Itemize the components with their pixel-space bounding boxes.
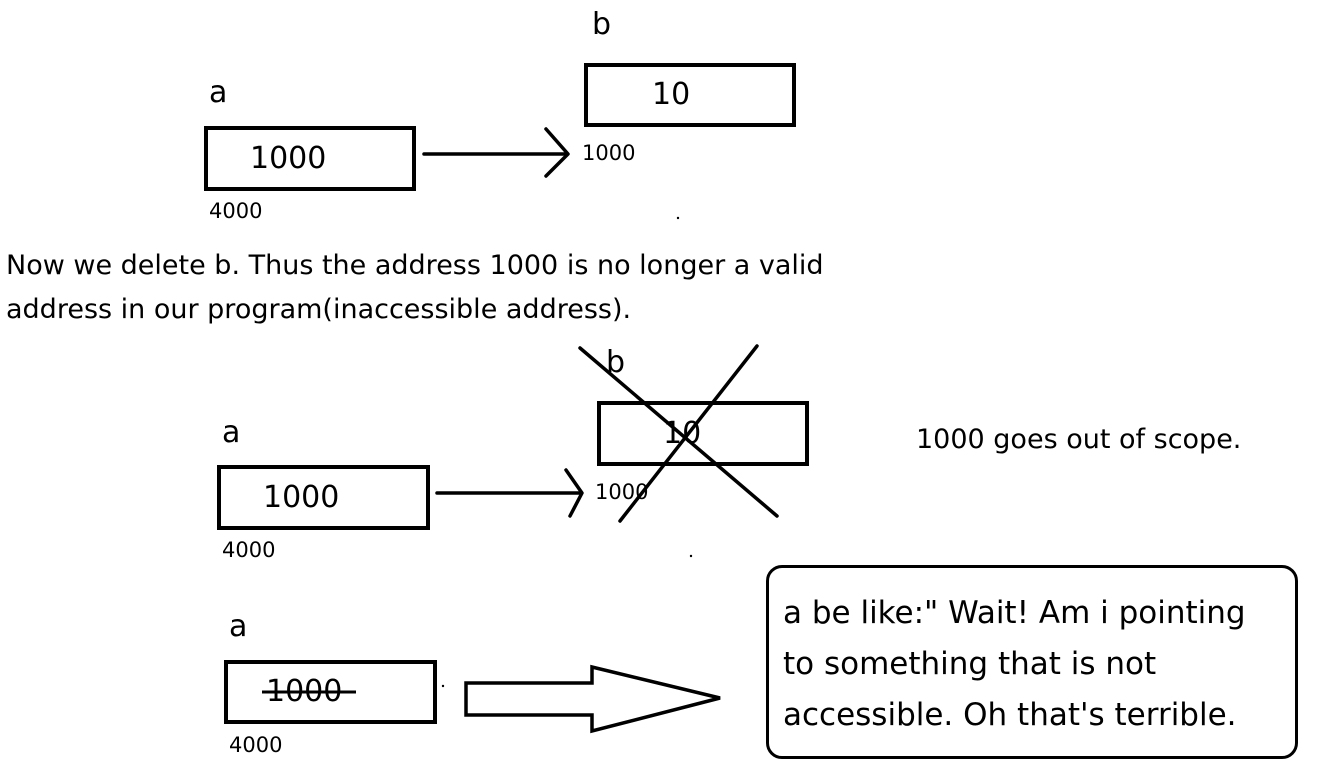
stray-dot xyxy=(676,216,680,220)
address-label-b-deleted: 1000 xyxy=(595,480,649,504)
memory-box-a: 1000 xyxy=(204,126,416,191)
address-label-a: 4000 xyxy=(209,199,263,223)
box-value-a-2: 1000 xyxy=(263,479,340,515)
delete-cross-mark xyxy=(578,344,779,523)
memory-box-b: 10 xyxy=(584,63,796,127)
explanation-line-1: Now we delete b. Thus the address 1000 i… xyxy=(6,250,824,281)
callout-line-2: to something that is not xyxy=(783,646,1157,682)
pointer-arrow-2 xyxy=(435,468,584,518)
callout-line-1: a be like:" Wait! Am i pointing xyxy=(783,595,1246,631)
box-value-b: 10 xyxy=(652,77,691,112)
var-label-a: a xyxy=(209,75,228,110)
stray-dot xyxy=(441,684,445,688)
speech-callout: a be like:" Wait! Am i pointing to somet… xyxy=(766,565,1298,759)
var-label-a-3: a xyxy=(229,609,248,644)
memory-box-a-2: 1000 xyxy=(217,465,430,530)
scope-note: 1000 goes out of scope. xyxy=(916,424,1242,455)
address-label-b: 1000 xyxy=(582,141,636,165)
box-value-a: 1000 xyxy=(250,140,327,176)
var-label-b: b xyxy=(592,7,612,42)
block-arrow xyxy=(464,664,721,734)
explanation-line-2: address in our program(inaccessible addr… xyxy=(6,294,632,325)
address-label-a-2: 4000 xyxy=(222,538,276,562)
stray-dot xyxy=(689,554,693,558)
callout-text: a be like:" Wait! Am i pointing to somet… xyxy=(783,588,1246,741)
var-label-a-2: a xyxy=(222,415,241,450)
address-label-a-3: 4000 xyxy=(229,733,283,757)
pointer-arrow-1 xyxy=(422,127,570,178)
callout-line-3: accessible. Oh that's terrible. xyxy=(783,697,1237,733)
var-label-b-deleted: b xyxy=(606,345,626,380)
